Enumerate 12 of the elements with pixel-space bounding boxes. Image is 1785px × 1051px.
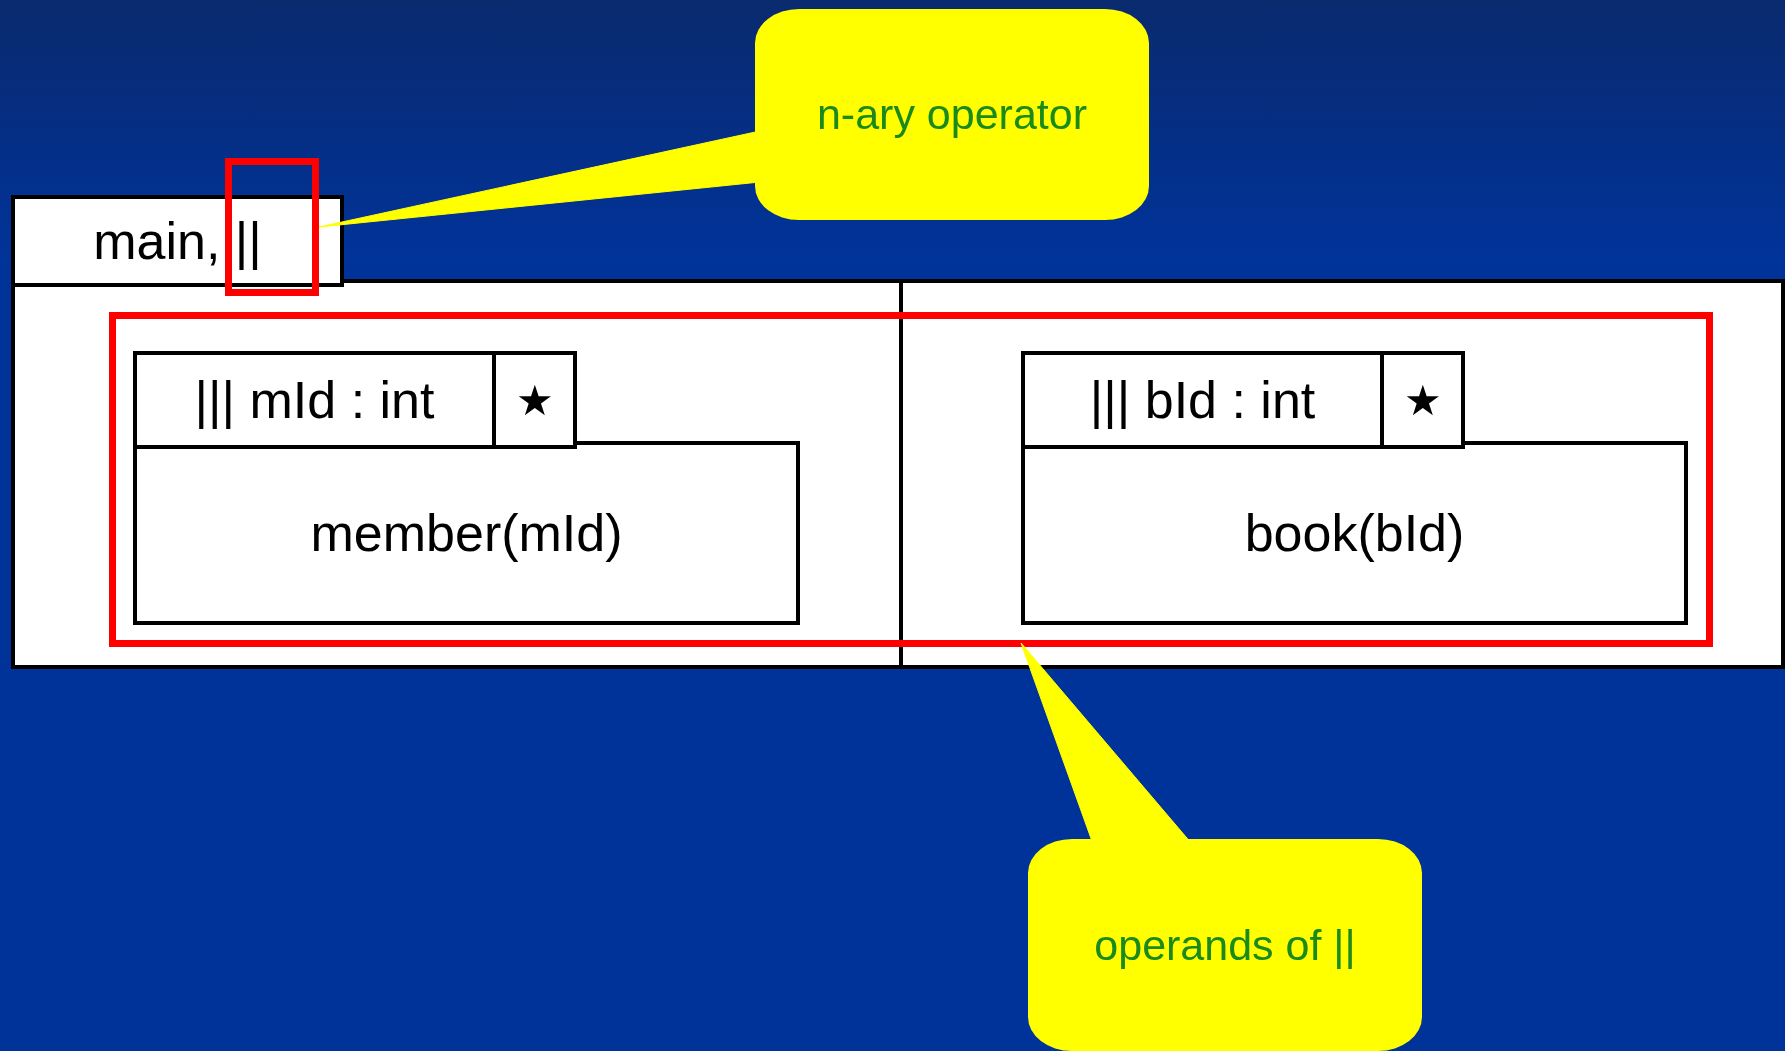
- frame-label: ||| mId : int: [193, 370, 436, 430]
- frame-label: ||| bId : int: [1088, 370, 1317, 430]
- highlight-rectangle: [225, 158, 319, 296]
- star-cell: ★: [492, 355, 573, 445]
- callout-text: operands of ||: [1094, 920, 1356, 970]
- star-cell: ★: [1380, 355, 1461, 445]
- frame-body-text: book(bId): [1243, 503, 1466, 563]
- frame-body-text: member(mId): [309, 503, 624, 563]
- callout-bubble: [755, 9, 1149, 220]
- callout-text: n-ary operator: [816, 90, 1088, 139]
- highlight-rectangle: [109, 312, 1713, 647]
- frame-label: main, ||: [92, 211, 263, 271]
